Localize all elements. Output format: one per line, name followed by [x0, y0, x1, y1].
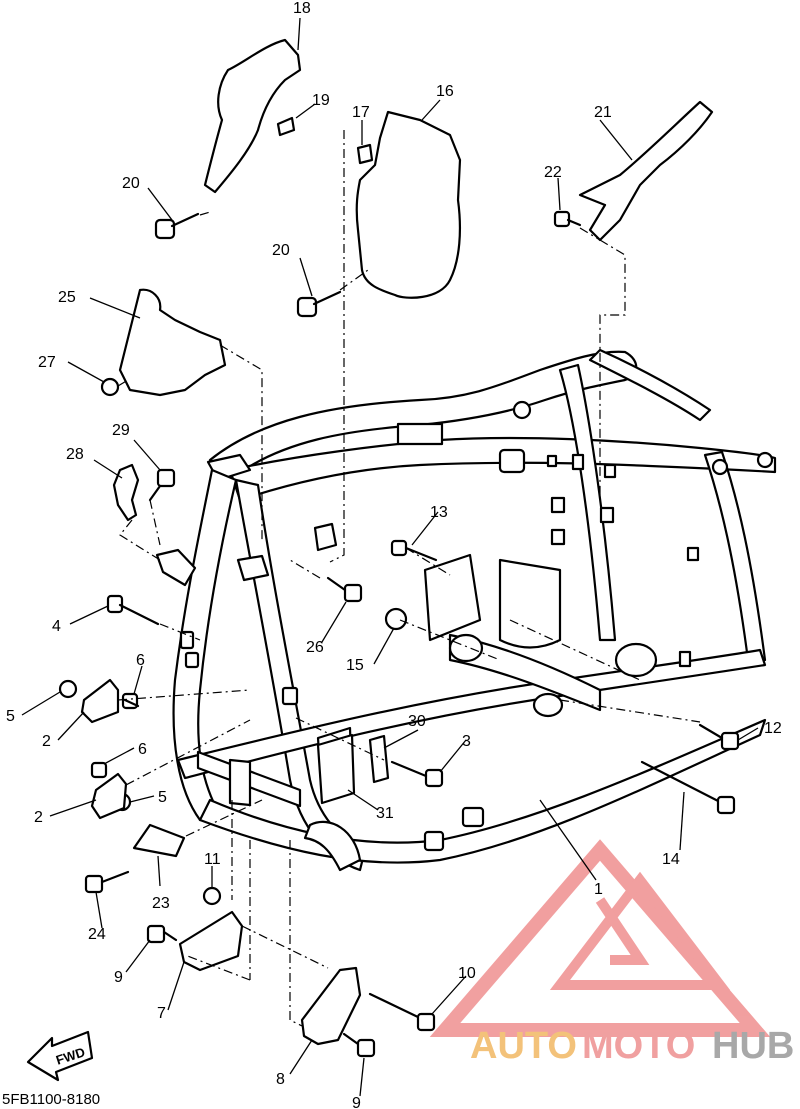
- callout-23: 23: [152, 895, 170, 912]
- watermark-auto: AUTO: [470, 1025, 577, 1067]
- part-30-bracket: [368, 734, 390, 784]
- assembly-dashed-lines: [117, 130, 701, 1027]
- callout-28: 28: [66, 446, 84, 463]
- callout-22: 22: [544, 164, 562, 181]
- part-24-bolt: [84, 870, 130, 894]
- callout-29: 29: [112, 422, 130, 439]
- part-6-bolt-lower: [90, 761, 108, 779]
- callout-9-bottom: 9: [352, 1095, 361, 1109]
- diagram-code: 5FB1100-8180: [2, 1091, 100, 1108]
- watermark-logo: [429, 839, 771, 1037]
- part-11-washer: [202, 886, 222, 906]
- watermark-text: AUTO MOTO HUB: [470, 1025, 794, 1067]
- callout-31: 31: [376, 805, 394, 822]
- callout-14: 14: [662, 851, 680, 868]
- callout-7: 7: [157, 1005, 166, 1022]
- callout-8: 8: [276, 1071, 285, 1088]
- callout-20-upper: 20: [122, 175, 140, 192]
- part-4-bolt: [106, 594, 160, 626]
- part-31-plate: [316, 733, 356, 805]
- callout-9-left: 9: [114, 969, 123, 986]
- part-14-bolt: [640, 760, 736, 815]
- callout-19: 19: [312, 92, 330, 109]
- callout-3: 3: [462, 733, 471, 750]
- part-16-cover: [355, 110, 462, 299]
- callout-24: 24: [88, 926, 106, 943]
- callout-11: 11: [204, 851, 221, 868]
- part-20-bolt-upper: [154, 212, 200, 240]
- callout-5-lower: 5: [158, 789, 167, 806]
- callout-30: 30: [408, 713, 426, 730]
- callout-5-upper: 5: [6, 708, 15, 725]
- part-12-bolt: [698, 723, 740, 751]
- part-22-bolt: [553, 210, 582, 228]
- callout-13: 13: [430, 504, 448, 521]
- leader-lines: [21, 17, 759, 1097]
- part-21-bracket: [578, 100, 714, 242]
- part-28-plate: [112, 463, 140, 522]
- part-2-plate-lower: [90, 772, 128, 820]
- part-19-clip: [276, 116, 296, 137]
- part-9-bolt-left: [146, 924, 178, 944]
- watermark-hub: HUB: [712, 1025, 794, 1067]
- callout-17: 17: [352, 104, 370, 121]
- callout-6-lower: 6: [138, 741, 147, 758]
- callout-6-upper: 6: [136, 652, 145, 669]
- callout-4: 4: [52, 618, 61, 635]
- fwd-arrow-icon: FWD: [26, 1030, 94, 1082]
- callout-26: 26: [306, 639, 324, 656]
- callout-10: 10: [458, 965, 476, 982]
- part-27-nut: [100, 377, 120, 397]
- callout-12: 12: [764, 720, 782, 737]
- callout-21: 21: [594, 104, 612, 121]
- callout-15: 15: [346, 657, 364, 674]
- callout-20-lower: 20: [272, 242, 290, 259]
- part-29-bolt: [148, 468, 176, 502]
- callout-1: 1: [594, 881, 603, 898]
- part-15-washer: [384, 607, 408, 631]
- part-6-bolt-upper: [121, 692, 140, 710]
- callout-2-lower: 2: [34, 809, 43, 826]
- part-2-plate-upper: [80, 678, 120, 724]
- part-17-clip: [356, 143, 374, 165]
- callout-16: 16: [436, 83, 454, 100]
- callout-labels: 18 19 17 16 21 22 20 20 25 27 29 28 13 4…: [6, 0, 782, 1109]
- callout-27: 27: [38, 354, 56, 371]
- callout-18: 18: [293, 0, 311, 17]
- part-18-cover: [203, 38, 302, 194]
- part-5-washer-upper: [58, 679, 78, 699]
- main-frame: [155, 348, 777, 872]
- part-3-bolt: [390, 760, 444, 788]
- part-7-plate: [178, 910, 244, 972]
- part-8-plate: [300, 966, 362, 1046]
- part-10-bolt: [368, 992, 436, 1032]
- callout-2-upper: 2: [42, 733, 51, 750]
- callout-25: 25: [58, 289, 76, 306]
- part-23-bracket: [132, 823, 186, 858]
- part-25-bracket: [118, 288, 227, 397]
- watermark-moto: MOTO: [582, 1025, 695, 1067]
- part-20-bolt-lower: [296, 290, 342, 318]
- part-26-bolt: [326, 576, 363, 603]
- part-9-bolt-bottom: [342, 1032, 376, 1058]
- part-13-bolt: [390, 539, 438, 562]
